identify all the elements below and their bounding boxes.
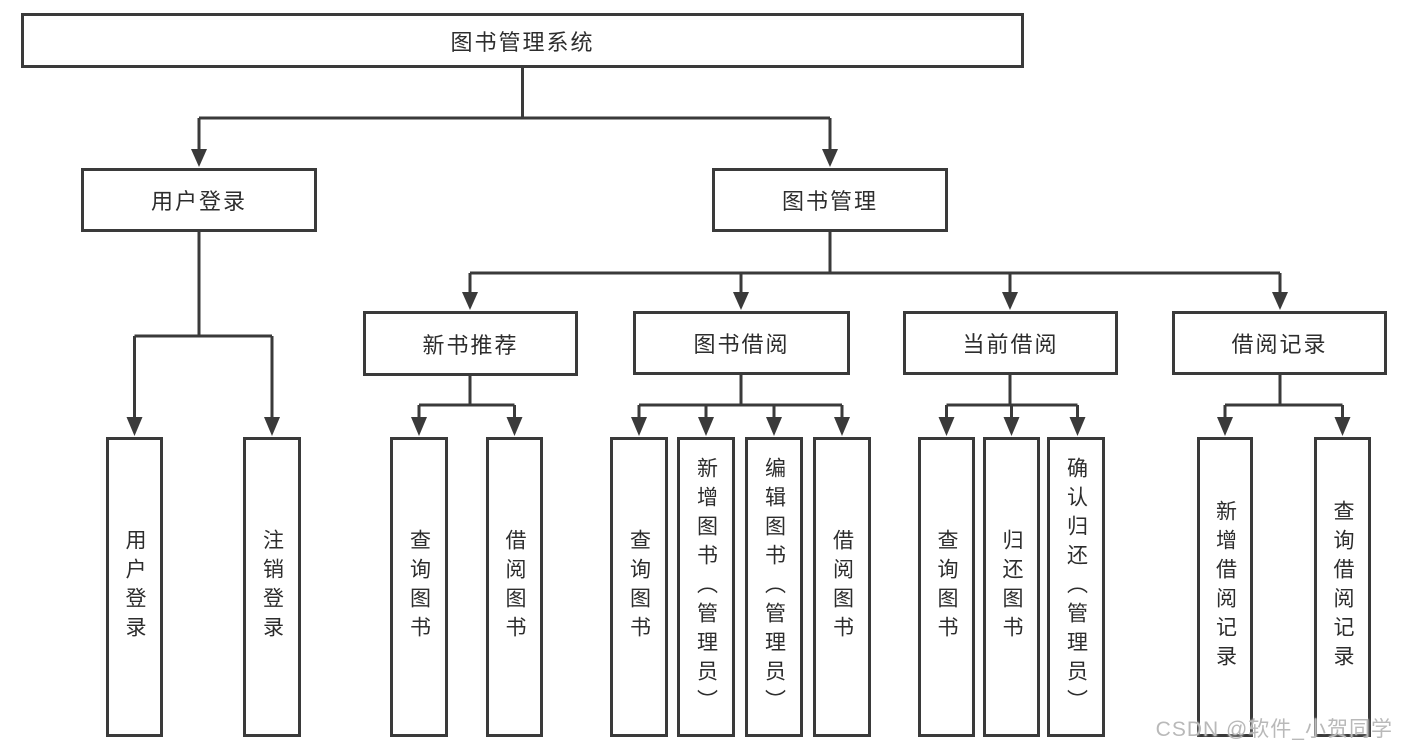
leaf-add-books-admin: 新增图书（管理员） — [677, 437, 735, 737]
node-borrow-records-label: 借阅记录 — [1231, 332, 1328, 357]
leaf-return-books: 归还图书 — [983, 437, 1040, 737]
node-root-system: 图书管理系统 — [21, 13, 1024, 68]
node-borrow-records: 借阅记录 — [1172, 311, 1387, 375]
leaf-borrow-books-recommend-label: 借阅图书 — [503, 529, 526, 645]
node-book-management: 图书管理 — [712, 168, 948, 232]
node-new-book-recommend-label: 新书推荐 — [422, 332, 519, 358]
leaf-query-borrow-record-label: 查询借阅记录 — [1331, 500, 1354, 674]
leaf-logout-label: 注销登录 — [260, 529, 284, 645]
leaf-query-books-recommend: 查询图书 — [390, 437, 448, 737]
node-user-login: 用户登录 — [81, 168, 317, 232]
node-current-borrow: 当前借阅 — [903, 311, 1118, 375]
leaf-add-books-admin-label: 新增图书（管理员） — [694, 456, 718, 718]
node-current-borrow-label: 当前借阅 — [962, 332, 1059, 357]
leaf-query-books-recommend-label: 查询图书 — [407, 529, 431, 645]
leaf-user-login-label: 用户登录 — [123, 529, 146, 645]
node-root-system-label: 图书管理系统 — [450, 29, 595, 55]
leaf-query-books-borrow-label: 查询图书 — [627, 529, 651, 645]
node-new-book-recommend: 新书推荐 — [363, 311, 578, 376]
watermark: CSDN @软件_小贺同学 — [1155, 718, 1393, 741]
node-book-borrow: 图书借阅 — [633, 311, 850, 375]
leaf-query-borrow-record: 查询借阅记录 — [1314, 437, 1371, 737]
leaf-add-borrow-record: 新增借阅记录 — [1197, 437, 1253, 737]
leaf-logout: 注销登录 — [243, 437, 301, 737]
leaf-query-books-borrow: 查询图书 — [610, 437, 668, 737]
node-book-management-label: 图书管理 — [781, 189, 878, 214]
leaf-query-books-current: 查询图书 — [918, 437, 975, 737]
node-book-borrow-label: 图书借阅 — [693, 332, 790, 357]
leaf-confirm-return-admin: 确认归还（管理员） — [1047, 437, 1105, 737]
leaf-add-borrow-record-label: 新增借阅记录 — [1213, 500, 1237, 674]
leaf-edit-books-admin-label: 编辑图书（管理员） — [762, 456, 786, 718]
leaf-borrow-books-label: 借阅图书 — [830, 529, 854, 645]
leaf-user-login: 用户登录 — [106, 437, 163, 737]
leaf-edit-books-admin: 编辑图书（管理员） — [745, 437, 803, 737]
leaf-confirm-return-admin-label: 确认归还（管理员） — [1064, 456, 1088, 718]
leaf-return-books-label: 归还图书 — [1000, 529, 1023, 645]
leaf-borrow-books: 借阅图书 — [813, 437, 871, 737]
leaf-borrow-books-recommend: 借阅图书 — [486, 437, 543, 737]
leaf-query-books-current-label: 查询图书 — [935, 529, 958, 645]
node-user-login-label: 用户登录 — [150, 189, 247, 214]
